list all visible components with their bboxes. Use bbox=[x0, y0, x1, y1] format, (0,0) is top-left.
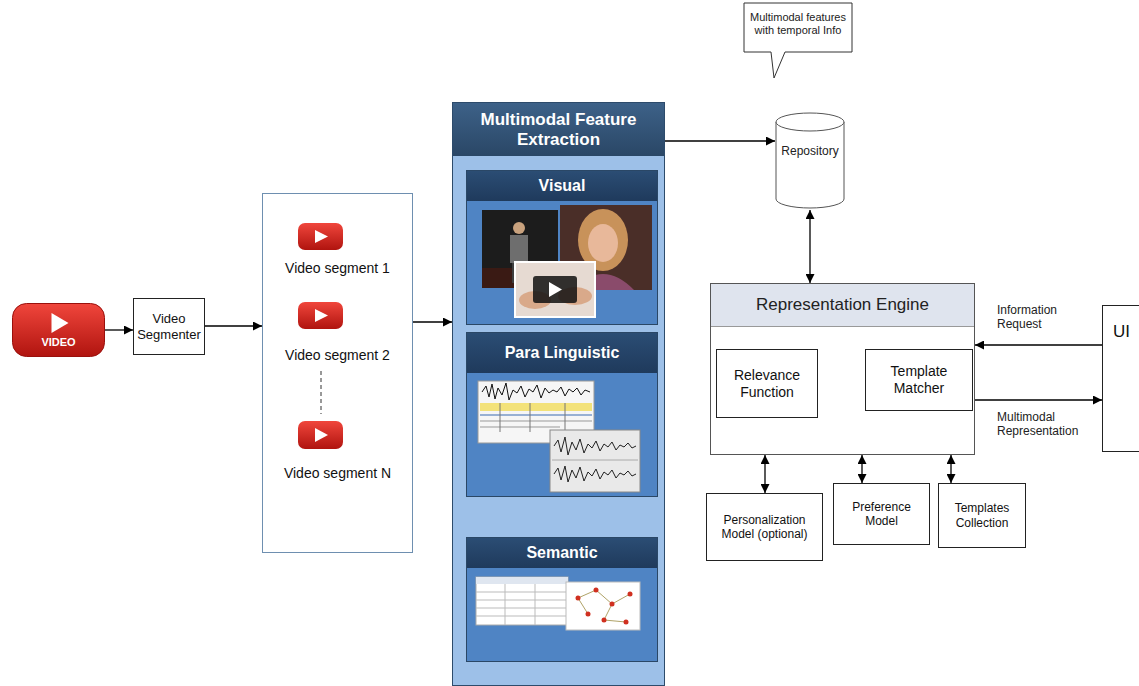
node-label: VIDEO bbox=[12, 336, 105, 348]
node-label: Personalization Model (optional) bbox=[710, 513, 819, 542]
edge-label-holder: Information Request bbox=[997, 303, 1089, 331]
modality-panel: Para Linguistic bbox=[466, 332, 658, 497]
edge-label-holder: Multimodal Representation bbox=[997, 410, 1089, 438]
audio-screenshots bbox=[478, 381, 640, 492]
node-label: Video segment 1 bbox=[263, 260, 412, 276]
node-label: Repository bbox=[775, 144, 845, 158]
repository-cylinder: Repository bbox=[775, 112, 845, 210]
node-label: Template Matcher bbox=[869, 363, 969, 397]
node-label: Video segment 2 bbox=[263, 347, 412, 363]
connector-arrow bbox=[413, 321, 452, 322]
connector-arrow bbox=[861, 455, 862, 483]
video-outline bbox=[12, 303, 105, 357]
feature-panel: Multimodal Feature ExtractionVisualPara … bbox=[452, 102, 665, 686]
node-label: Video Segmenter bbox=[137, 311, 201, 342]
node-label: Video segment N bbox=[263, 465, 412, 481]
engine-box: Representation EngineRelevance Function T… bbox=[710, 283, 975, 455]
model-box: Personalization Model (optional) bbox=[706, 493, 823, 561]
node-label: Relevance Function bbox=[720, 367, 814, 401]
segment-group: Video segment 1 Video segment 2 Video segm… bbox=[262, 193, 413, 553]
connector-arrow bbox=[105, 329, 133, 330]
connector-arrow bbox=[950, 455, 951, 483]
node-label: UI bbox=[1113, 322, 1139, 342]
model-box: Preference Model bbox=[833, 483, 930, 545]
node-label: Templates Collection bbox=[942, 501, 1022, 530]
edge-label: Information Request bbox=[997, 303, 1089, 331]
visual-screenshots bbox=[482, 205, 652, 317]
header-label: Multimodal Feature Extraction bbox=[453, 103, 664, 156]
function-box: Relevance Function bbox=[716, 349, 818, 418]
header-label: Para Linguistic bbox=[467, 333, 657, 373]
segment-icons bbox=[298, 223, 343, 449]
modality-panel: Semantic bbox=[466, 537, 658, 662]
process-box: Video Segmenter bbox=[133, 298, 205, 355]
header-label: Representation Engine bbox=[711, 284, 974, 327]
connector-arrow bbox=[975, 344, 1102, 345]
edge-label: Multimodal Representation bbox=[997, 410, 1089, 438]
function-box: Template Matcher bbox=[865, 349, 973, 411]
node-label: Multimodal features with temporal Info bbox=[743, 2, 853, 37]
connector-arrow bbox=[764, 455, 765, 493]
ui-box: UI bbox=[1102, 305, 1139, 452]
callout-note: Multimodal features with temporal Info bbox=[743, 2, 853, 80]
node-label: Preference Model bbox=[837, 500, 926, 529]
connector-arrow bbox=[205, 325, 262, 326]
cyl-outline bbox=[775, 112, 845, 210]
model-box: Templates Collection bbox=[938, 483, 1026, 548]
connector-arrow bbox=[975, 399, 1102, 400]
connector-arrow bbox=[809, 210, 810, 283]
video-icon: VIDEO bbox=[12, 303, 105, 357]
modality-panel: Visual bbox=[466, 170, 658, 325]
header-label: Semantic bbox=[467, 538, 657, 568]
header-label: Visual bbox=[467, 171, 657, 201]
connector-arrow bbox=[665, 140, 775, 141]
semantic-screenshots bbox=[476, 577, 640, 630]
